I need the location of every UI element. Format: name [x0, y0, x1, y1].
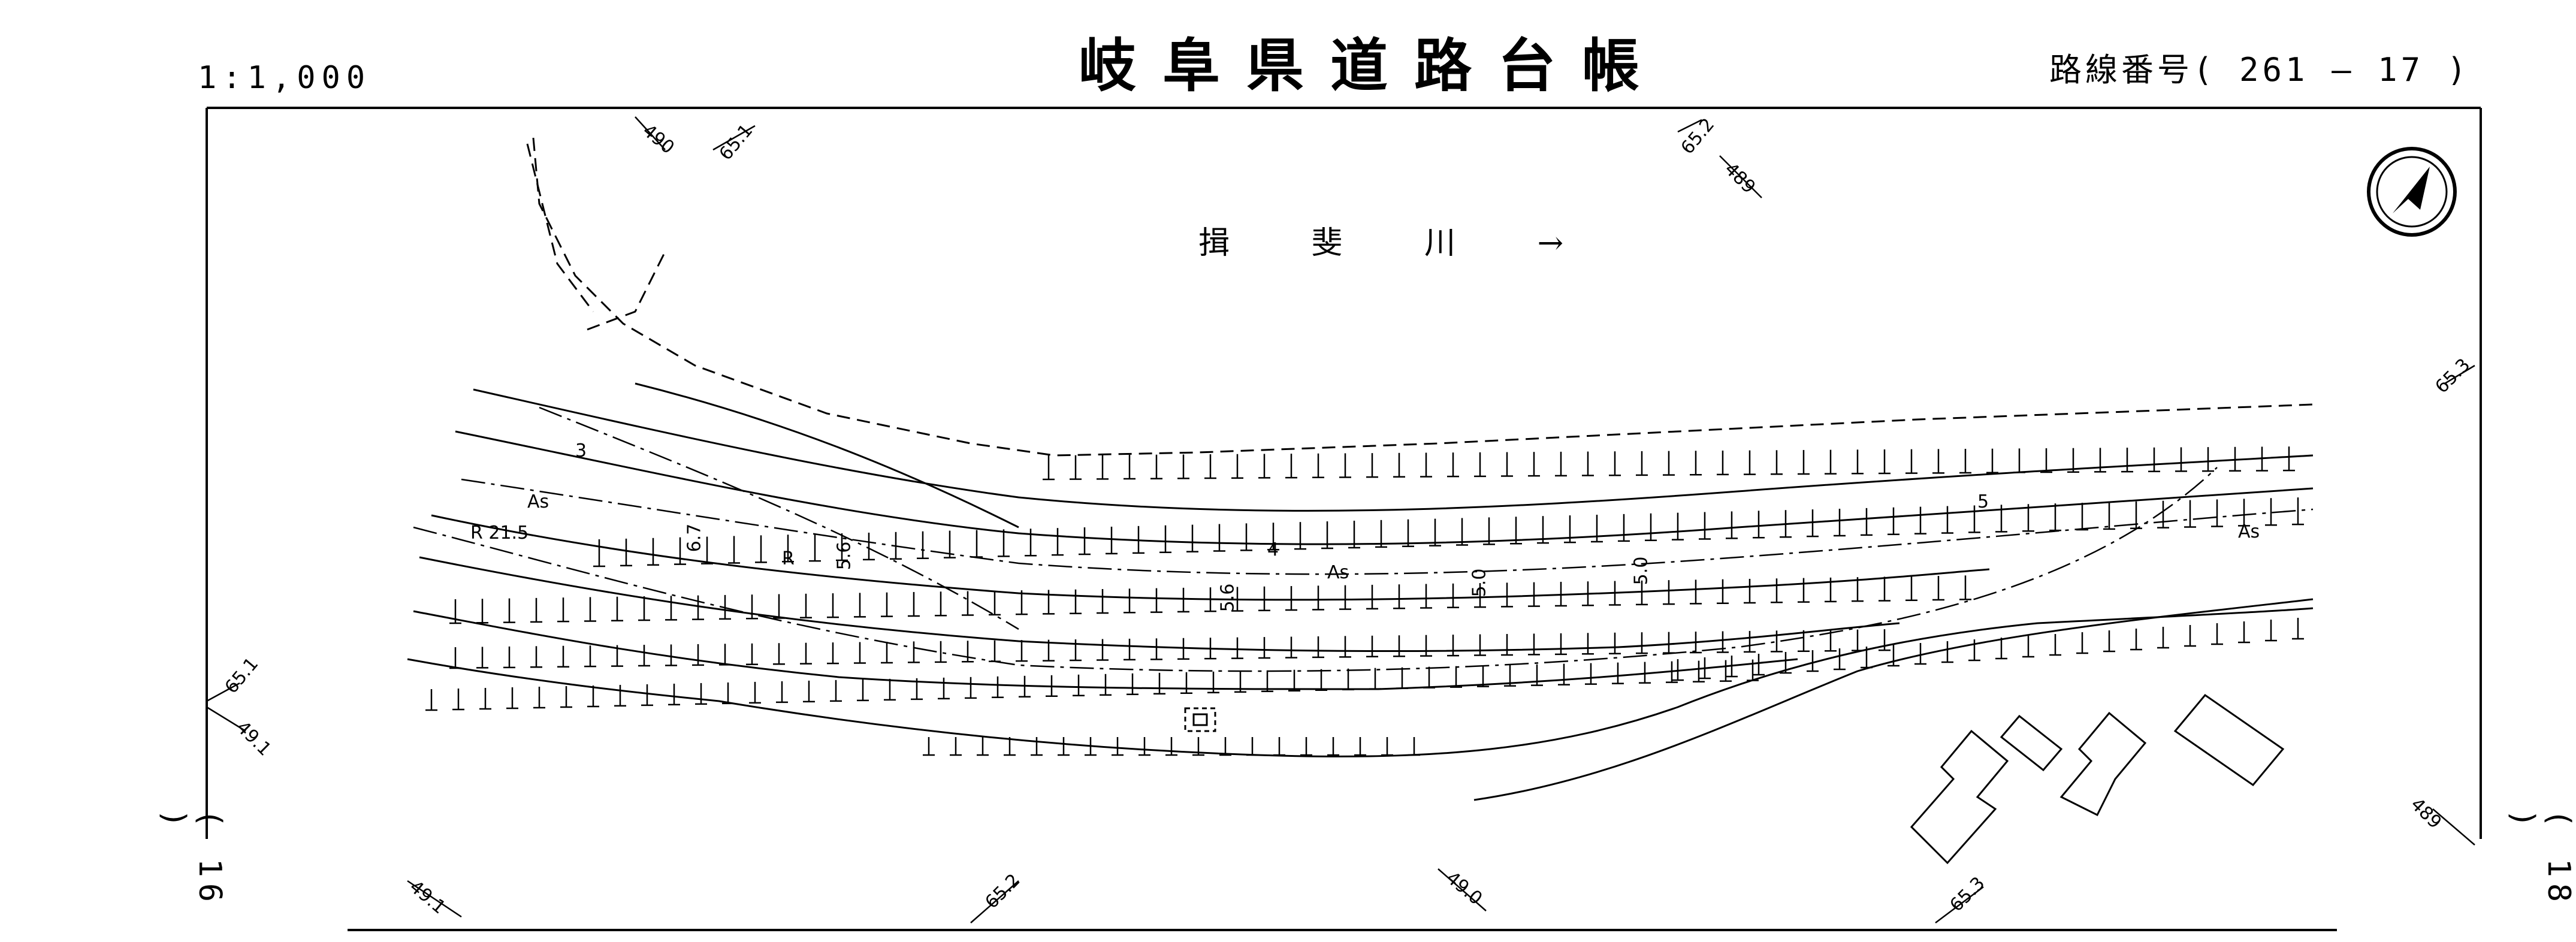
building — [2000, 714, 2063, 772]
structure — [1184, 707, 1216, 732]
section-number: 5 — [1977, 491, 1989, 512]
section-number: 4 — [1267, 539, 1279, 560]
river-bank — [526, 137, 2314, 457]
map-scale: 1:1,000 — [198, 60, 372, 96]
slope-hatching — [425, 446, 2304, 756]
route-number: 路線番号( 261 — 17 ) — [2049, 51, 2471, 89]
curve-radius-label: R 21.5 — [470, 523, 529, 544]
river-label: 揖 斐 川 → — [1198, 225, 1600, 261]
structure — [1192, 713, 1208, 726]
width-label: 6.7 — [684, 523, 705, 552]
width-label: 5.6 — [833, 541, 855, 570]
width-label: 5.6 — [1217, 583, 1239, 612]
width-label: 5.0 — [1469, 568, 1490, 597]
building — [2173, 693, 2285, 787]
width-label: 5.0 — [1630, 556, 1652, 585]
building — [1910, 729, 2009, 865]
map-frame — [206, 107, 2482, 931]
grid-ticks — [206, 116, 2475, 923]
pavement-label: As — [527, 491, 549, 512]
north-arrow-icon — [2367, 147, 2457, 237]
pavement-label: As — [2238, 521, 2260, 542]
building — [2059, 711, 2147, 817]
pavement-label: As — [1327, 562, 1349, 583]
page-title: 岐阜県道路台帳 — [1079, 32, 1666, 99]
adjacent-sheet-left-label: ( 16 ) — [156, 809, 228, 908]
section-number: 3 — [575, 440, 587, 461]
buildings — [1184, 693, 2285, 865]
curve-label: R — [782, 548, 795, 569]
road-centerlines — [413, 406, 2314, 672]
adjacent-sheet-right-label: ( 18 ) — [2505, 809, 2576, 908]
